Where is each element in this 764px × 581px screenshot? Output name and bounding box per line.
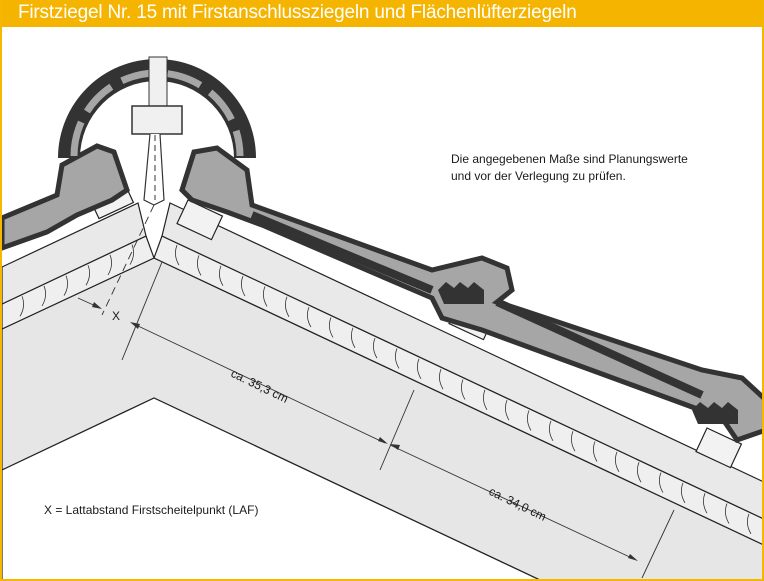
wood-grain-stroke bbox=[417, 358, 422, 379]
wood-grain-stroke bbox=[461, 379, 466, 400]
dimension-arrows bbox=[92, 302, 638, 561]
wood-grain-stroke bbox=[85, 265, 90, 286]
wood-grain-stroke bbox=[725, 503, 730, 524]
wood-grain-stroke bbox=[63, 275, 68, 296]
wood-grain-stroke bbox=[703, 493, 708, 514]
ridge-post bbox=[148, 56, 168, 108]
wood-grain-stroke bbox=[373, 337, 378, 359]
underlay-right bbox=[161, 202, 762, 519]
note-line-1: Die angegebenen Maße sind Planungswerte bbox=[451, 152, 688, 166]
diagram-title: Firstziegel Nr. 15 mit Firstanschlusszie… bbox=[18, 2, 577, 23]
ridge-batten bbox=[131, 105, 183, 135]
wood-grain-stroke bbox=[219, 265, 224, 286]
wood-grain-stroke bbox=[527, 410, 532, 431]
wood-grain-stroke bbox=[505, 400, 510, 421]
wood-grain-stroke bbox=[129, 244, 134, 265]
wood-grain-stroke bbox=[659, 472, 664, 493]
wood-grain-stroke bbox=[197, 255, 202, 276]
wood-grain-stroke bbox=[615, 451, 620, 473]
header-bar: Firstziegel Nr. 15 mit Firstanschlusszie… bbox=[2, 0, 762, 27]
wood-grain-stroke bbox=[285, 296, 290, 317]
wood-grain-stroke bbox=[681, 482, 686, 504]
tile-interlock bbox=[438, 282, 484, 304]
wood-grain-stroke bbox=[395, 348, 400, 369]
wood-grain-stroke bbox=[747, 513, 752, 535]
wood-grain-stroke bbox=[41, 285, 46, 307]
ridge-tile bbox=[58, 59, 256, 158]
legend-x-definition: X = Lattabstand Firstscheitelpunkt (LAF) bbox=[44, 503, 258, 517]
wood-grain-stroke bbox=[637, 462, 642, 483]
wood-grain-stroke bbox=[307, 306, 312, 328]
dimension-lines bbox=[77, 204, 675, 579]
wood-grain-stroke bbox=[593, 441, 598, 462]
tile-interlock bbox=[692, 402, 738, 424]
tile-left bbox=[2, 143, 130, 251]
wood-grain-stroke bbox=[107, 254, 112, 276]
wood-grain-stroke bbox=[329, 317, 334, 338]
wood-grain-stroke bbox=[263, 286, 268, 307]
wood-grain-stroke bbox=[439, 368, 444, 390]
underlay-left bbox=[2, 202, 147, 305]
wood-grain-stroke bbox=[571, 431, 576, 452]
wood-grain-stroke bbox=[483, 389, 488, 411]
wood-grain-stroke bbox=[19, 296, 24, 317]
wood-grain-stroke bbox=[549, 420, 554, 442]
wood-grain-stroke bbox=[241, 275, 246, 297]
wood-grain-stroke bbox=[351, 327, 356, 348]
wood-grain bbox=[19, 244, 752, 535]
tile-right-lower bbox=[250, 211, 704, 399]
attic-space bbox=[2, 397, 540, 579]
ridge-bracket bbox=[143, 133, 165, 206]
x-mark-label: X bbox=[112, 309, 120, 323]
note-line-2: und vor der Verlegung zu prüfen. bbox=[451, 169, 626, 183]
wood-grain-stroke bbox=[175, 244, 180, 266]
ridge-tile-inner bbox=[70, 69, 244, 157]
